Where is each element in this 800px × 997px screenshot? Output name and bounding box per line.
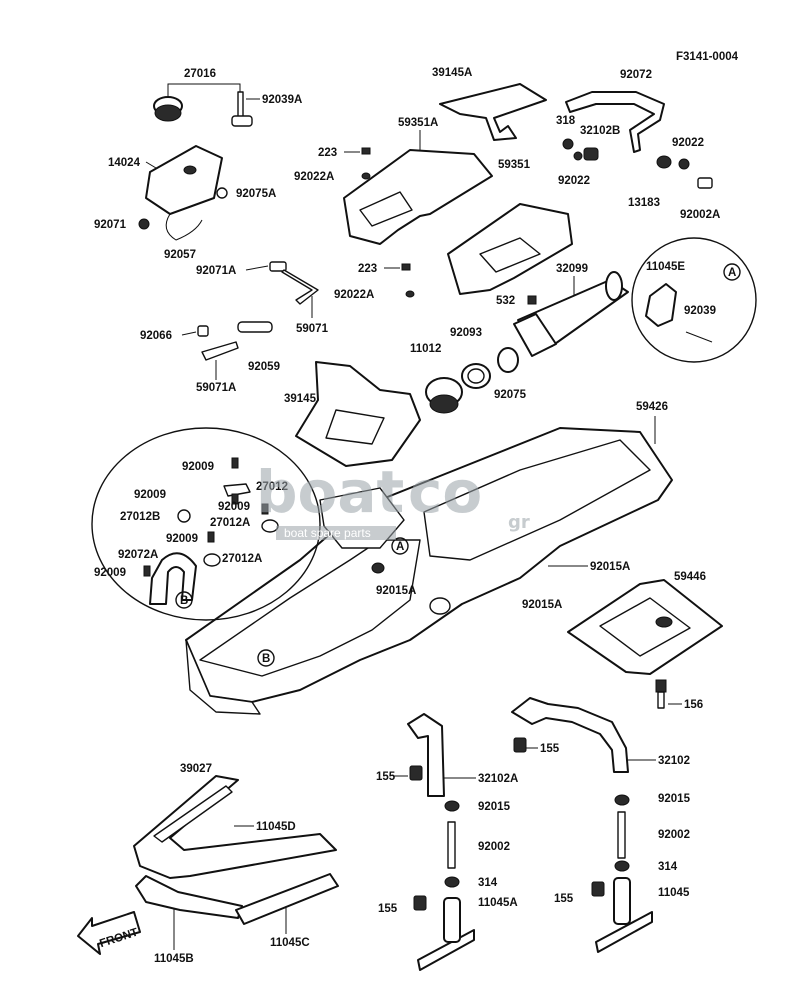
hull-marker-b: B — [262, 653, 270, 665]
svg-text:boat spare parts: boat spare parts — [284, 526, 371, 540]
label-92075A: 92075A — [236, 188, 276, 200]
watermark: boat co gr boat spare parts — [256, 458, 530, 540]
label-32102A: 32102A — [478, 773, 518, 785]
label-92071: 92071 — [94, 219, 127, 231]
label-314-a: 314 — [478, 877, 498, 889]
label-59351: 59351 — [498, 159, 531, 171]
label-92009-b: 92009 — [134, 489, 166, 501]
label-11045B: 11045B — [154, 953, 194, 965]
label-155-a: 155 — [540, 743, 560, 755]
figure-code: F3141-0004 — [676, 51, 739, 63]
label-92015-a: 92015 — [478, 801, 511, 813]
handle-pipe-32102A — [407, 713, 445, 797]
label-27012B: 27012B — [120, 511, 160, 523]
label-156: 156 — [684, 699, 703, 711]
label-92002-b: 92002 — [658, 829, 690, 841]
label-92009-d: 92009 — [166, 533, 198, 545]
label-92022A-b: 92022A — [334, 289, 374, 301]
label-14024: 14024 — [108, 157, 141, 169]
label-92057: 92057 — [164, 249, 196, 261]
label-11012: 11012 — [410, 343, 441, 355]
bumper-39027 — [133, 775, 339, 925]
label-92072A: 92072A — [118, 549, 158, 561]
label-92071A: 92071A — [196, 265, 236, 277]
label-92009-e: 92009 — [94, 567, 126, 579]
label-27012A-b: 27012A — [222, 553, 262, 565]
cap-assembly-27016 — [153, 83, 253, 127]
label-59351A: 59351A — [398, 117, 438, 129]
label-92022-b: 92022 — [672, 137, 704, 149]
svg-text:gr: gr — [508, 512, 530, 533]
pipe-32099 — [513, 271, 629, 357]
label-92093: 92093 — [450, 327, 482, 339]
filler-neck-11012 — [425, 347, 519, 414]
label-92039: 92039 — [684, 305, 716, 317]
label-11045A: 11045A — [478, 897, 518, 909]
post-stack-left — [413, 800, 475, 971]
cover-14024 — [145, 145, 223, 241]
label-155-d: 155 — [554, 893, 574, 905]
label-32099: 32099 — [556, 263, 588, 275]
label-27012: 27012 — [256, 481, 288, 493]
label-59426: 59426 — [636, 401, 668, 413]
label-92009-c: 92009 — [218, 501, 250, 513]
label-11045E: 11045E — [646, 261, 685, 273]
label-92015A-b: 92015A — [376, 585, 416, 597]
hull-marker-a: A — [396, 541, 404, 553]
front-arrow — [77, 911, 141, 955]
detail-a-marker: A — [728, 267, 736, 279]
label-92059: 92059 — [248, 361, 280, 373]
label-223-b: 223 — [358, 263, 377, 275]
cover-59351 — [447, 203, 573, 295]
label-532: 532 — [496, 295, 515, 307]
handle-39145 — [295, 361, 421, 467]
label-92009-a: 92009 — [182, 461, 214, 473]
label-32102B: 32102B — [580, 125, 620, 137]
label-318: 318 — [556, 115, 576, 127]
label-39145: 39145 — [284, 393, 317, 405]
handle-pipe-32102 — [511, 697, 629, 773]
label-92072: 92072 — [620, 69, 652, 81]
svg-text:co: co — [408, 458, 482, 526]
svg-text:boat: boat — [256, 458, 404, 526]
label-59071: 59071 — [296, 323, 329, 335]
label-155-c: 155 — [378, 903, 398, 915]
cover-39145A — [439, 83, 547, 141]
label-155-b: 155 — [376, 771, 396, 783]
label-223-a: 223 — [318, 147, 337, 159]
label-92015A-c: 92015A — [522, 599, 562, 611]
label-11045C: 11045C — [270, 937, 310, 949]
label-27016: 27016 — [184, 68, 216, 80]
label-92039A: 92039A — [262, 94, 302, 106]
label-92066: 92066 — [140, 330, 172, 342]
label-13183: 13183 — [628, 197, 660, 209]
label-92075: 92075 — [494, 389, 527, 401]
detail-b-marker: B — [180, 595, 188, 607]
label-92002A: 92002A — [680, 209, 720, 221]
cover-59351A — [343, 149, 493, 245]
label-92022-a: 92022 — [558, 175, 590, 187]
skid-plate-59446 — [567, 579, 723, 709]
label-314-b: 314 — [658, 861, 678, 873]
detail-a-circle — [631, 237, 757, 363]
label-92022A-a: 92022A — [294, 171, 334, 183]
hose-59071A — [197, 321, 273, 361]
label-59071A: 59071A — [196, 382, 236, 394]
handle-bracket-92072 — [565, 91, 665, 153]
label-11045D: 11045D — [256, 821, 296, 833]
label-92015-b: 92015 — [658, 793, 691, 805]
label-27012A-a: 27012A — [210, 517, 250, 529]
label-11045: 11045 — [658, 887, 690, 899]
label-92002-a: 92002 — [478, 841, 510, 853]
post-stack-right — [591, 794, 653, 953]
label-32102: 32102 — [658, 755, 690, 767]
label-92015A-a: 92015A — [590, 561, 630, 573]
hose-59071 — [269, 261, 319, 318]
label-39145A: 39145A — [432, 67, 472, 79]
label-39027: 39027 — [180, 763, 212, 775]
label-59446: 59446 — [674, 571, 706, 583]
